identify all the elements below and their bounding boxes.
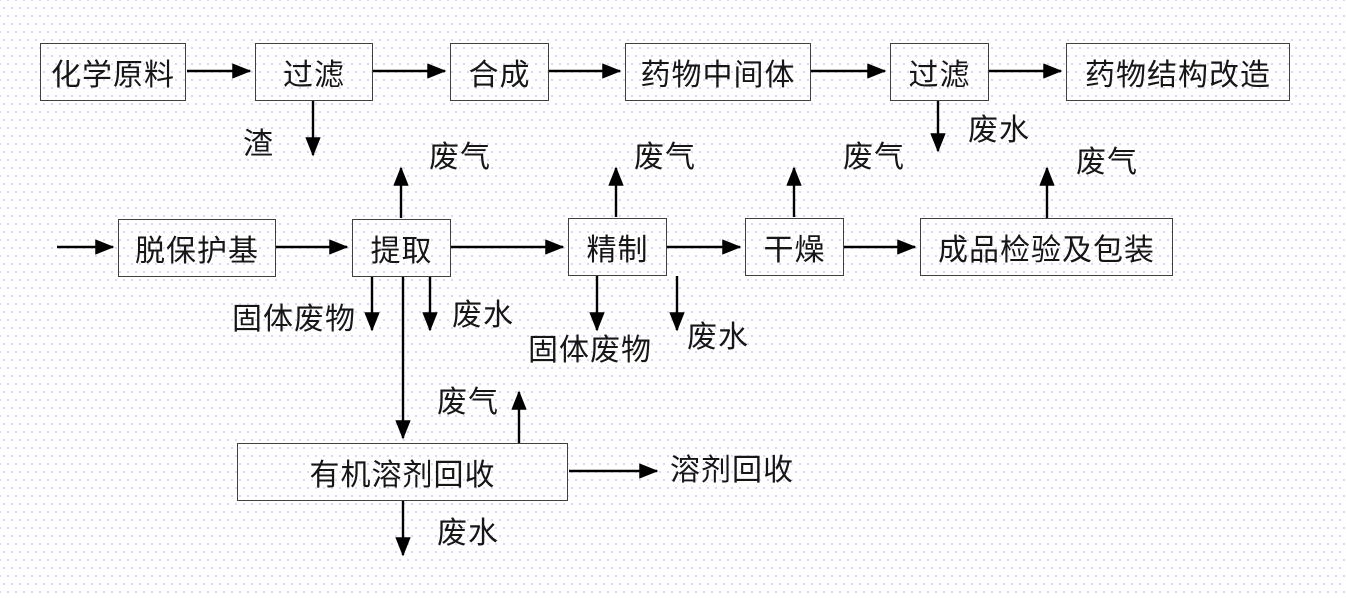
process-box-filter-2: 过滤: [890, 43, 989, 101]
box-label: 提取: [370, 235, 433, 268]
stream-label-waste-gas-refining: 废气: [634, 141, 696, 174]
stream-label-waste-gas-recovery: 废气: [437, 386, 499, 419]
process-box-deprotection: 脱保护基: [118, 219, 276, 277]
box-label: 有机溶剂回收: [309, 459, 496, 492]
stream-label-solid-waste-refining: 固体废物: [528, 334, 652, 367]
box-label: 化学原料: [51, 59, 175, 92]
box-label: 干燥: [763, 234, 826, 267]
box-label: 药物结构改造: [1085, 59, 1271, 92]
stream-label-slag: 渣: [243, 128, 274, 161]
box-label: 过滤: [908, 59, 971, 92]
stream-label-waste-gas-packaging: 废气: [1076, 146, 1138, 179]
process-box-drug-structure-modification: 药物结构改造: [1066, 43, 1290, 101]
process-box-synthesis: 合成: [450, 43, 549, 101]
stream-label-waste-gas-drying: 废气: [843, 141, 905, 174]
box-label: 精制: [586, 234, 649, 267]
process-box-organic-solvent-recovery: 有机溶剂回收: [237, 443, 568, 501]
process-box-drug-intermediate: 药物中间体: [625, 43, 811, 101]
box-label: 过滤: [283, 59, 345, 92]
stream-label-waste-gas-extraction: 废气: [429, 141, 491, 174]
stream-label-solvent-recovery-output: 溶剂回收: [670, 454, 794, 487]
stream-label-wastewater-refining: 废水: [687, 321, 749, 354]
box-label: 合成: [468, 59, 531, 92]
process-box-product-inspection-packaging: 成品检验及包装: [920, 218, 1173, 276]
stream-label-wastewater-filter2: 废水: [968, 114, 1030, 147]
stream-label-wastewater-recovery: 废水: [437, 517, 499, 550]
process-box-refining: 精制: [568, 218, 667, 276]
process-box-filter-1: 过滤: [255, 43, 373, 101]
process-box-extraction: 提取: [352, 219, 451, 277]
stream-label-wastewater-extraction: 废水: [452, 299, 514, 332]
box-label: 脱保护基: [135, 235, 259, 268]
box-label: 药物中间体: [640, 59, 796, 92]
box-label: 成品检验及包装: [938, 234, 1155, 267]
process-box-drying: 干燥: [745, 218, 844, 276]
stream-label-solid-waste-extraction: 固体废物: [232, 303, 356, 336]
process-box-chemical-raw-material: 化学原料: [40, 43, 186, 101]
